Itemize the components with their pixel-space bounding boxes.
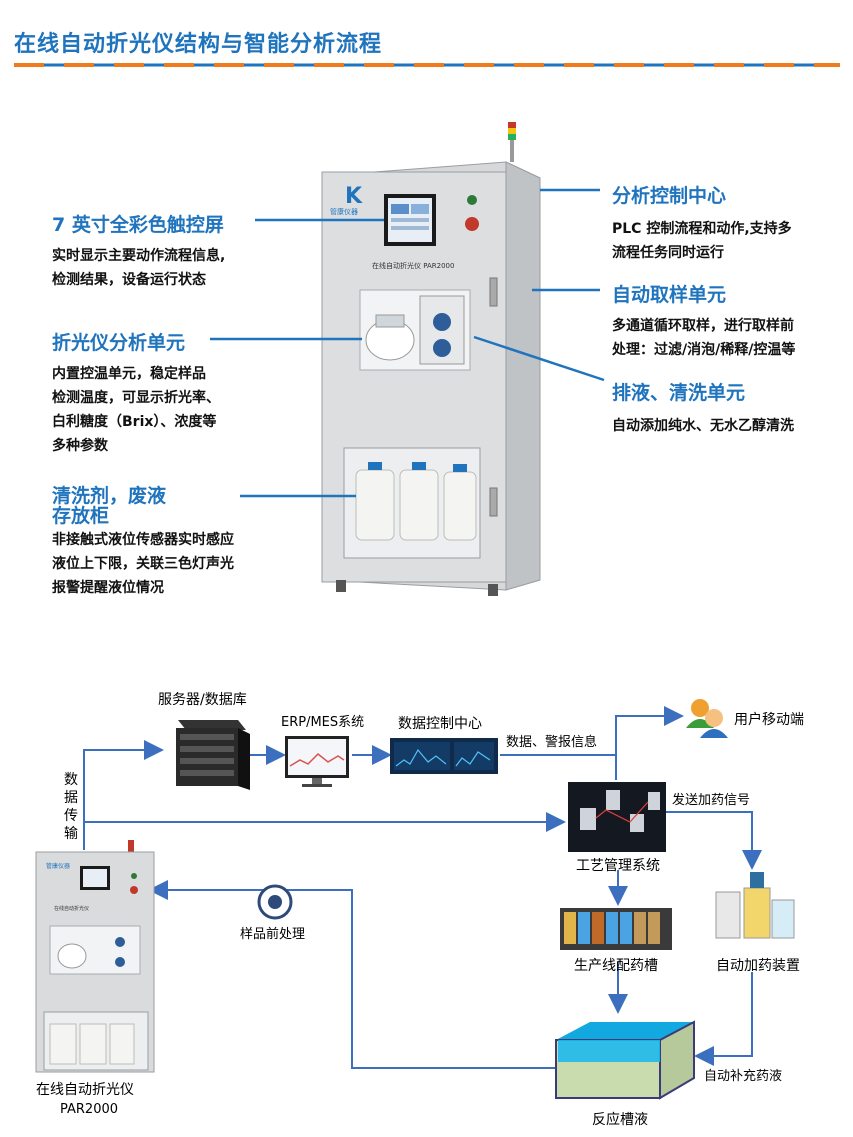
control-center-callout-title: 分析控制中心 bbox=[612, 185, 727, 207]
process-system-icon bbox=[568, 782, 666, 852]
svg-text:管康仪器: 管康仪器 bbox=[330, 207, 358, 216]
mobile-label: 用户移动端 bbox=[734, 711, 804, 728]
cabinet-illustration: K 管康仪器 在线自动折光仪 PAR2000 bbox=[210, 122, 605, 596]
pretreatment-label: 样品前处理 bbox=[240, 926, 305, 942]
storage-callout-title: 清洗剂，废液存放柜 bbox=[52, 485, 167, 527]
reaction-tank-icon bbox=[555, 1020, 695, 1100]
production-tank-label: 生产线配药槽 bbox=[574, 958, 658, 974]
production-tank-icon bbox=[560, 908, 672, 950]
auto-refill-label: 自动补充药液 bbox=[704, 1068, 782, 1084]
analysis-unit-callout-title: 折光仪分析单元 bbox=[52, 332, 186, 354]
users-icon bbox=[686, 699, 728, 738]
screen-callout-text: 实时显示主要动作流程信息,检测结果，设备运行状态 bbox=[52, 248, 226, 288]
sampling-callout-title: 自动取样单元 bbox=[612, 284, 727, 306]
svg-text:在线自动折光仪 PAR2000: 在线自动折光仪 PAR2000 bbox=[372, 261, 454, 270]
title-divider bbox=[14, 63, 840, 67]
sampling-callout-text: 多通道循环取样，进行取样前处理：过滤/消泡/稀释/控温等 bbox=[612, 318, 796, 358]
analysis-unit-callout-text: 内置控温单元，稳定样品检测温度，可显示折光率、 白利糖度（Brix）、浓度等多种… bbox=[52, 366, 220, 454]
reaction-tank-label: 反应槽液 bbox=[592, 1111, 648, 1128]
storage-callout-text: 非接触式液位传感器实时感应液位上下限，关联三色灯声光报警提醒液位情况 bbox=[52, 532, 234, 596]
screen-callout-title: 7 英寸全彩色触控屏 bbox=[52, 214, 224, 236]
server-label: 服务器/数据库 bbox=[158, 692, 247, 708]
data-alarm-label: 数据、警报信息 bbox=[506, 734, 597, 750]
transfer-label-3: 传 bbox=[64, 808, 78, 824]
transfer-label-1: 数 bbox=[64, 772, 78, 788]
svg-text:K: K bbox=[345, 184, 363, 209]
flow-diagram: 服务器/数据库 ERP/MES系统 数据控制中心 数据、警报信息 用户移动端 数… bbox=[35, 692, 804, 1128]
monitor-icon bbox=[285, 736, 349, 787]
dashboard-icon bbox=[390, 738, 498, 774]
transfer-label-4: 输 bbox=[64, 826, 78, 842]
instrument-model-label: PAR2000 bbox=[60, 1102, 118, 1117]
svg-text:在线自动折光仪: 在线自动折光仪 bbox=[54, 905, 89, 912]
auto-dosing-label: 自动加药装置 bbox=[716, 958, 800, 974]
erp-label: ERP/MES系统 bbox=[281, 715, 364, 730]
page-title: 在线自动折光仪结构与智能分析流程 bbox=[14, 32, 383, 57]
cleaning-callout-title: 排液、清洗单元 bbox=[612, 382, 746, 404]
send-signal-label: 发送加药信号 bbox=[672, 792, 750, 808]
dcc-label: 数据控制中心 bbox=[398, 716, 482, 732]
cleaning-callout-text: 自动添加纯水、无水乙醇清洗 bbox=[612, 418, 794, 434]
server-icon bbox=[176, 720, 250, 790]
dosing-device-icon bbox=[715, 872, 795, 939]
svg-text:管康仪器: 管康仪器 bbox=[46, 862, 70, 870]
pretreatment-icon bbox=[257, 884, 293, 920]
transfer-label-2: 据 bbox=[64, 790, 78, 806]
instrument-name-label: 在线自动折光仪 bbox=[36, 1082, 134, 1098]
instrument-small-icon: 管康仪器 在线自动折光仪 bbox=[35, 840, 155, 1073]
process-system-label: 工艺管理系统 bbox=[576, 858, 660, 874]
control-center-callout-text: PLC 控制流程和动作,支持多流程任务同时运行 bbox=[612, 221, 792, 261]
